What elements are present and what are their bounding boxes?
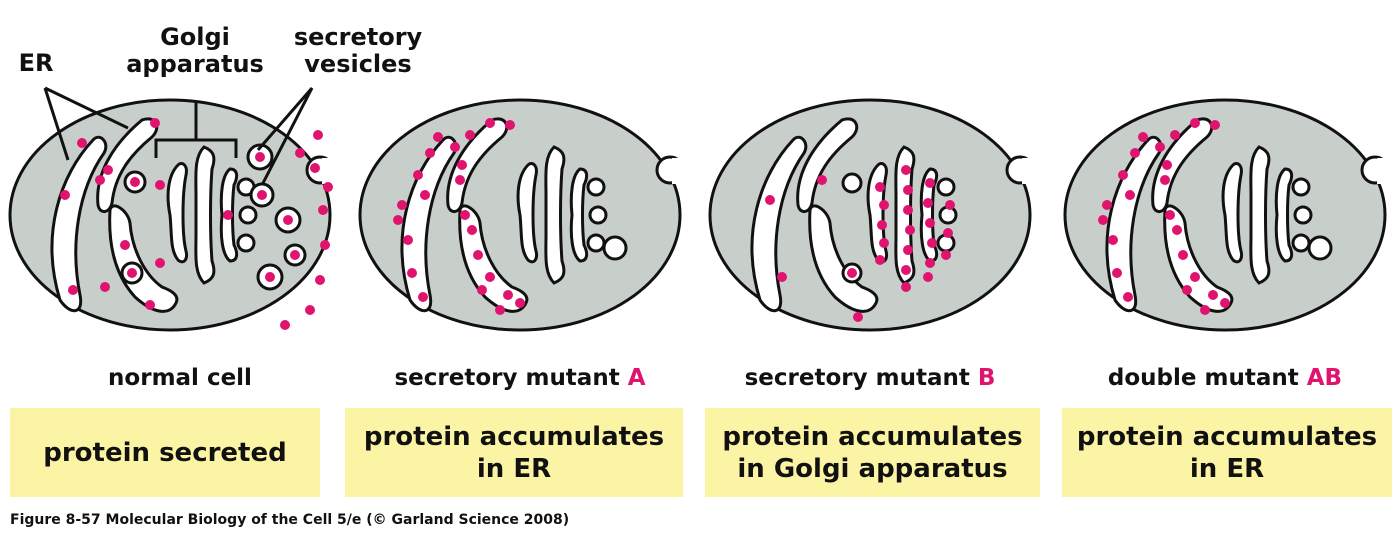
- caption-secretory-mutant-a: secretory mutant A: [394, 365, 646, 391]
- label-pointers: [43, 86, 314, 186]
- cell-normal: [8, 98, 344, 332]
- figure-credit: Figure 8-57 Molecular Biology of the Cel…: [10, 512, 570, 528]
- secretory-vesicles-label: secretory vesicles: [293, 23, 423, 78]
- mutant-letter-ab: AB: [1306, 365, 1343, 391]
- cell-mutant-a: [358, 98, 694, 332]
- caption-normal-cell: normal cell: [108, 365, 252, 391]
- result-text-double-mutant-ab: protein accumulates in ER: [1076, 421, 1378, 484]
- caption-double-mutant-ab: double mutant AB: [1107, 365, 1343, 391]
- cell-double-mutant-ab: [1063, 98, 1399, 332]
- result-box-mutant-a: protein accumulates in ER: [345, 408, 683, 497]
- result-text-mutant-b: protein accumulates in Golgi apparatus: [722, 421, 1023, 484]
- result-box-double-mutant-ab: protein accumulates in ER: [1062, 408, 1392, 497]
- cell-mutant-b: [708, 98, 1044, 332]
- mutant-letter-a: A: [627, 365, 646, 391]
- result-box-mutant-b: protein accumulates in Golgi apparatus: [705, 408, 1040, 497]
- result-text-normal: protein secreted: [43, 437, 287, 468]
- golgi-apparatus-label: Golgi apparatus: [126, 23, 264, 78]
- er-label: ER: [18, 49, 54, 77]
- result-box-normal: protein secreted: [10, 408, 320, 497]
- result-text-mutant-a: protein accumulates in ER: [363, 421, 665, 484]
- mutant-letter-b: B: [977, 365, 996, 391]
- caption-secretory-mutant-b: secretory mutant B: [744, 365, 996, 391]
